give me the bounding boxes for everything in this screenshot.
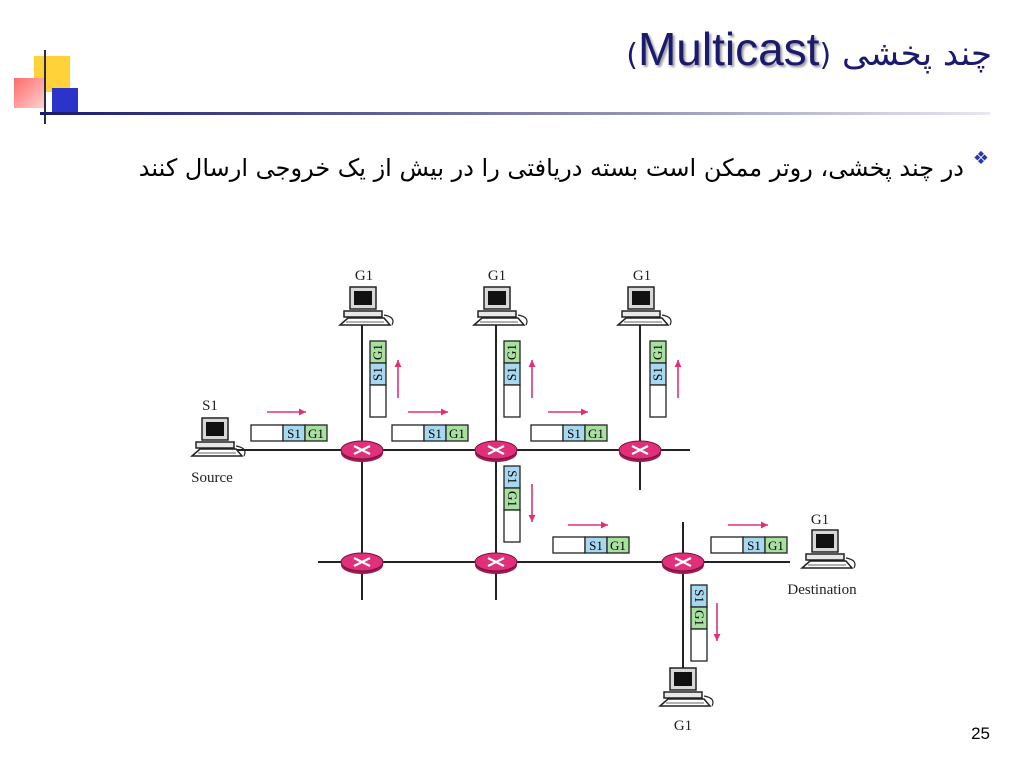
packet-group-label: G1 <box>650 344 665 360</box>
packet: S1 G1 <box>710 536 788 554</box>
destination-computer-icon <box>800 529 856 569</box>
direction-arrow-icon <box>528 360 536 398</box>
title-persian: چند پخشی <box>841 34 992 74</box>
packet: S1 G1 <box>391 424 469 442</box>
direction-arrow-icon <box>548 408 588 416</box>
group-label: G1 <box>674 718 692 734</box>
packet-source-label: S1 <box>504 367 519 381</box>
packet-group-label: G1 <box>449 426 465 441</box>
packet-group-label: G1 <box>504 344 519 360</box>
packet-group-label: G1 <box>370 344 385 360</box>
packet-group-label: G1 <box>588 426 604 441</box>
source-computer-icon <box>190 417 246 457</box>
packet: S1 G1 <box>250 424 328 442</box>
computer-icon <box>616 286 672 326</box>
packet-source-label: S1 <box>692 589 707 603</box>
router-icon <box>474 440 518 462</box>
packet-group-label: G1 <box>505 491 520 507</box>
direction-arrow-icon <box>528 484 536 522</box>
direction-arrow-icon <box>394 360 402 398</box>
packet-group-label: G1 <box>308 426 324 441</box>
packet: S1 G1 <box>552 536 630 554</box>
packet-source-label: S1 <box>567 426 581 441</box>
source-label: Source <box>191 470 233 486</box>
direction-arrow-icon <box>674 360 682 398</box>
direction-arrow-icon <box>728 521 768 529</box>
computer-icon <box>658 667 714 707</box>
packet-source-label: S1 <box>428 426 442 441</box>
diamond-bullet-icon: ❖ <box>972 148 989 169</box>
router-icon <box>661 552 705 574</box>
decor-vertical-line <box>44 50 46 124</box>
destination-label: Destination <box>787 582 857 598</box>
packet-group-label: G1 <box>692 610 707 626</box>
title-paren-open: ( <box>819 38 832 73</box>
title-latin: Multicast <box>637 23 820 75</box>
title-paren-close: ) <box>626 38 638 73</box>
direction-arrow-icon <box>267 408 306 416</box>
packet-group-label: G1 <box>768 538 784 553</box>
decor-red-square <box>14 78 44 108</box>
decor-blue-square <box>52 88 78 114</box>
direction-arrow-icon <box>568 521 608 529</box>
router-icon <box>474 552 518 574</box>
slide-title: چند پخشی (Multicast) <box>626 22 992 76</box>
computer-icon <box>472 286 528 326</box>
packet-source-label: S1 <box>287 426 301 441</box>
router-icon <box>618 440 662 462</box>
source-name-label: S1 <box>202 398 218 414</box>
slide-number: 25 <box>971 724 990 743</box>
destination-name-label: G1 <box>811 512 829 528</box>
packet-source-label: S1 <box>505 470 520 484</box>
packet-source-label: S1 <box>650 367 665 381</box>
packet-group-label: G1 <box>610 538 626 553</box>
direction-arrow-icon <box>713 603 721 641</box>
packet: S1 G1 <box>530 424 608 442</box>
group-label: G1 <box>488 268 506 284</box>
group-label: G1 <box>633 268 651 284</box>
direction-arrow-icon <box>408 408 448 416</box>
router-icon <box>340 552 384 574</box>
packet-source-label: S1 <box>747 538 761 553</box>
computer-icon <box>338 286 394 326</box>
packet-source-label: S1 <box>589 538 603 553</box>
group-label: G1 <box>355 268 373 284</box>
title-underline <box>40 112 990 115</box>
router-icon <box>340 440 384 462</box>
packet-source-label: S1 <box>370 367 385 381</box>
bullet-text: در چند پخشی، روتر ممکن است بسته دریافتی … <box>138 154 964 182</box>
